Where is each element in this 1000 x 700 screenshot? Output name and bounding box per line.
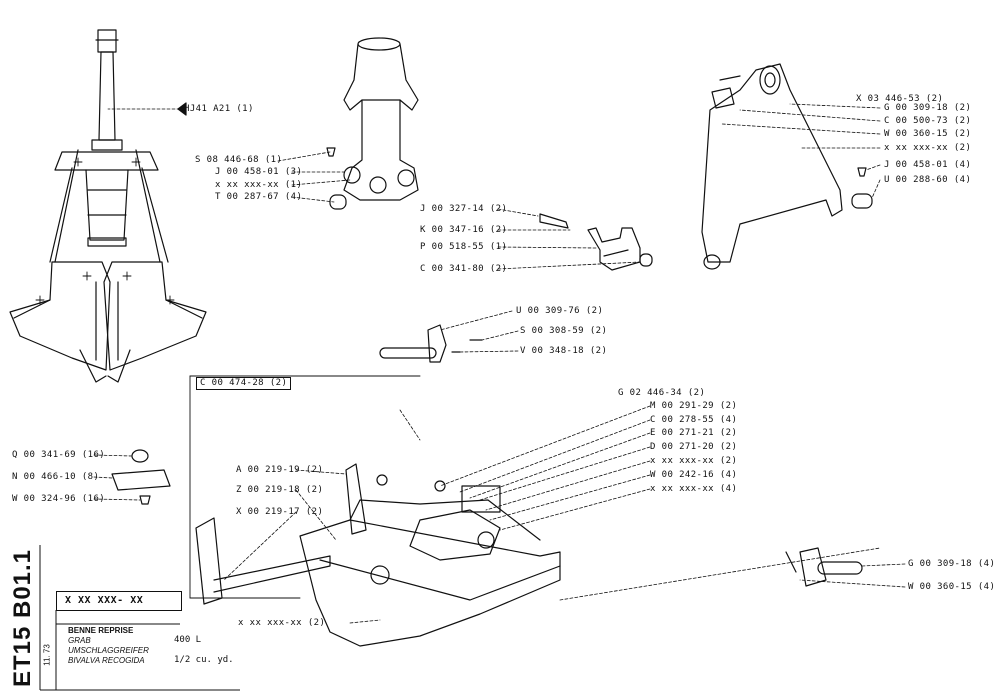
pin-illustration [379, 324, 483, 363]
callout-xxx-2b: x xx xxx-xx (2) [650, 456, 738, 466]
callout-x00-219-17: X 00 219-17 (2) [236, 507, 324, 517]
callout-j00-327-14: J 00 327-14 (2) [420, 204, 508, 214]
callout-u00-309-76: U 00 309-76 (2) [516, 306, 604, 316]
callout-v00-348-18: V 00 348-18 (2) [520, 346, 608, 356]
callout-hj41: HJ41 A21 (1) [184, 104, 254, 114]
callout-m00-291-29: M 00 291-29 (2) [650, 401, 738, 411]
part-number: X XX XXX- XX [65, 595, 144, 606]
callout-q00-341-69: Q 00 341-69 (16) [12, 450, 106, 460]
capacity-imperial: 1/2 cu. yd. [174, 655, 234, 665]
name-french: BENNE REPRISE [68, 626, 134, 635]
name-spanish: BIVALVA RECOGIDA [68, 656, 145, 665]
callout-j00-458-01-4: J 00 458-01 (4) [884, 160, 972, 170]
callout-c00-341-80: C 00 341-80 (2) [420, 264, 508, 274]
name-german: UMSCHLAGGREIFER [68, 646, 149, 655]
callout-w00-324-96: W 00 324-96 (16) [12, 494, 106, 504]
callout-w00-360-15-2: W 00 360-15 (2) [884, 129, 972, 139]
callout-xxx-4: x xx xxx-xx (4) [650, 484, 738, 494]
drawing-code-text: ET15 B01.1 [9, 548, 36, 687]
hinge-pin-illustration [785, 547, 863, 587]
callout-a00-219-19: A 00 219-19 (2) [236, 465, 324, 475]
callout-c00-500-73: C 00 500-73 (2) [884, 116, 972, 126]
callout-e00-271-21: E 00 271-21 (2) [650, 428, 738, 438]
callout-w00-360-15-4: W 00 360-15 (4) [908, 582, 996, 592]
callout-s00-308-59: S 00 308-59 (2) [520, 326, 608, 336]
callout-c00-474-28: C 00 474-28 (2) [196, 377, 292, 390]
callout-x03-446-53: X 03 446-53 (2) [856, 94, 944, 104]
callout-arrow [177, 102, 187, 116]
callout-t00-287-67: T 00 287-67 (4) [215, 192, 303, 202]
callout-xxx-2c: x xx xxx-xx (2) [238, 618, 326, 628]
drawing-code: ET15 B01.1 [6, 545, 40, 690]
callout-g02-446-34: G 02 446-34 (2) [618, 388, 706, 398]
wear-plate-illustration [111, 449, 171, 505]
panel-frame [189, 375, 421, 599]
callout-k00-347-16: K 00 347-16 (2) [420, 225, 508, 235]
callout-n00-466-10: N 00 466-10 (8) [12, 472, 100, 482]
callout-c00-278-55: C 00 278-55 (4) [650, 415, 738, 425]
callout-g00-309-18-2: G 00 309-18 (2) [884, 103, 972, 113]
callout-p00-518-55: P 00 518-55 (1) [420, 242, 508, 252]
part-number-box: X XX XXX- XX [56, 591, 182, 611]
bracket-illustration [539, 213, 653, 271]
pivot-tube-illustration [326, 37, 419, 210]
arm-illustration [701, 63, 873, 270]
capacity: 400 L 1/2 cu. yd. [174, 630, 234, 670]
product-names: BENNE REPRISE GRAB UMSCHLAGGREIFER BIVAL… [68, 626, 149, 666]
grab-assembly-illustration [9, 29, 207, 383]
callout-j00-458-01-3: J 00 458-01 (3) [215, 167, 303, 177]
bucket-illustration [195, 463, 561, 647]
date-stamp: 11. 73 [40, 630, 54, 680]
callout-u00-288-60: U 00 288-60 (4) [884, 175, 972, 185]
callout-z00-219-18: Z 00 219-18 (2) [236, 485, 324, 495]
callout-w00-242-16: W 00 242-16 (4) [650, 470, 738, 480]
callout-d00-271-20: D 00 271-20 (2) [650, 442, 738, 452]
name-english: GRAB [68, 636, 91, 645]
capacity-metric: 400 L [174, 635, 202, 645]
leader-lines [93, 103, 906, 624]
callout-xxx-1: x xx xxx-xx (1) [215, 180, 303, 190]
callout-s08-446-68: S 08 446-68 (1) [195, 155, 283, 165]
date-text: 11. 73 [42, 644, 52, 666]
callout-g00-309-18-4: G 00 309-18 (4) [908, 559, 996, 569]
callout-xxx-2a: x xx xxx-xx (2) [884, 143, 972, 153]
